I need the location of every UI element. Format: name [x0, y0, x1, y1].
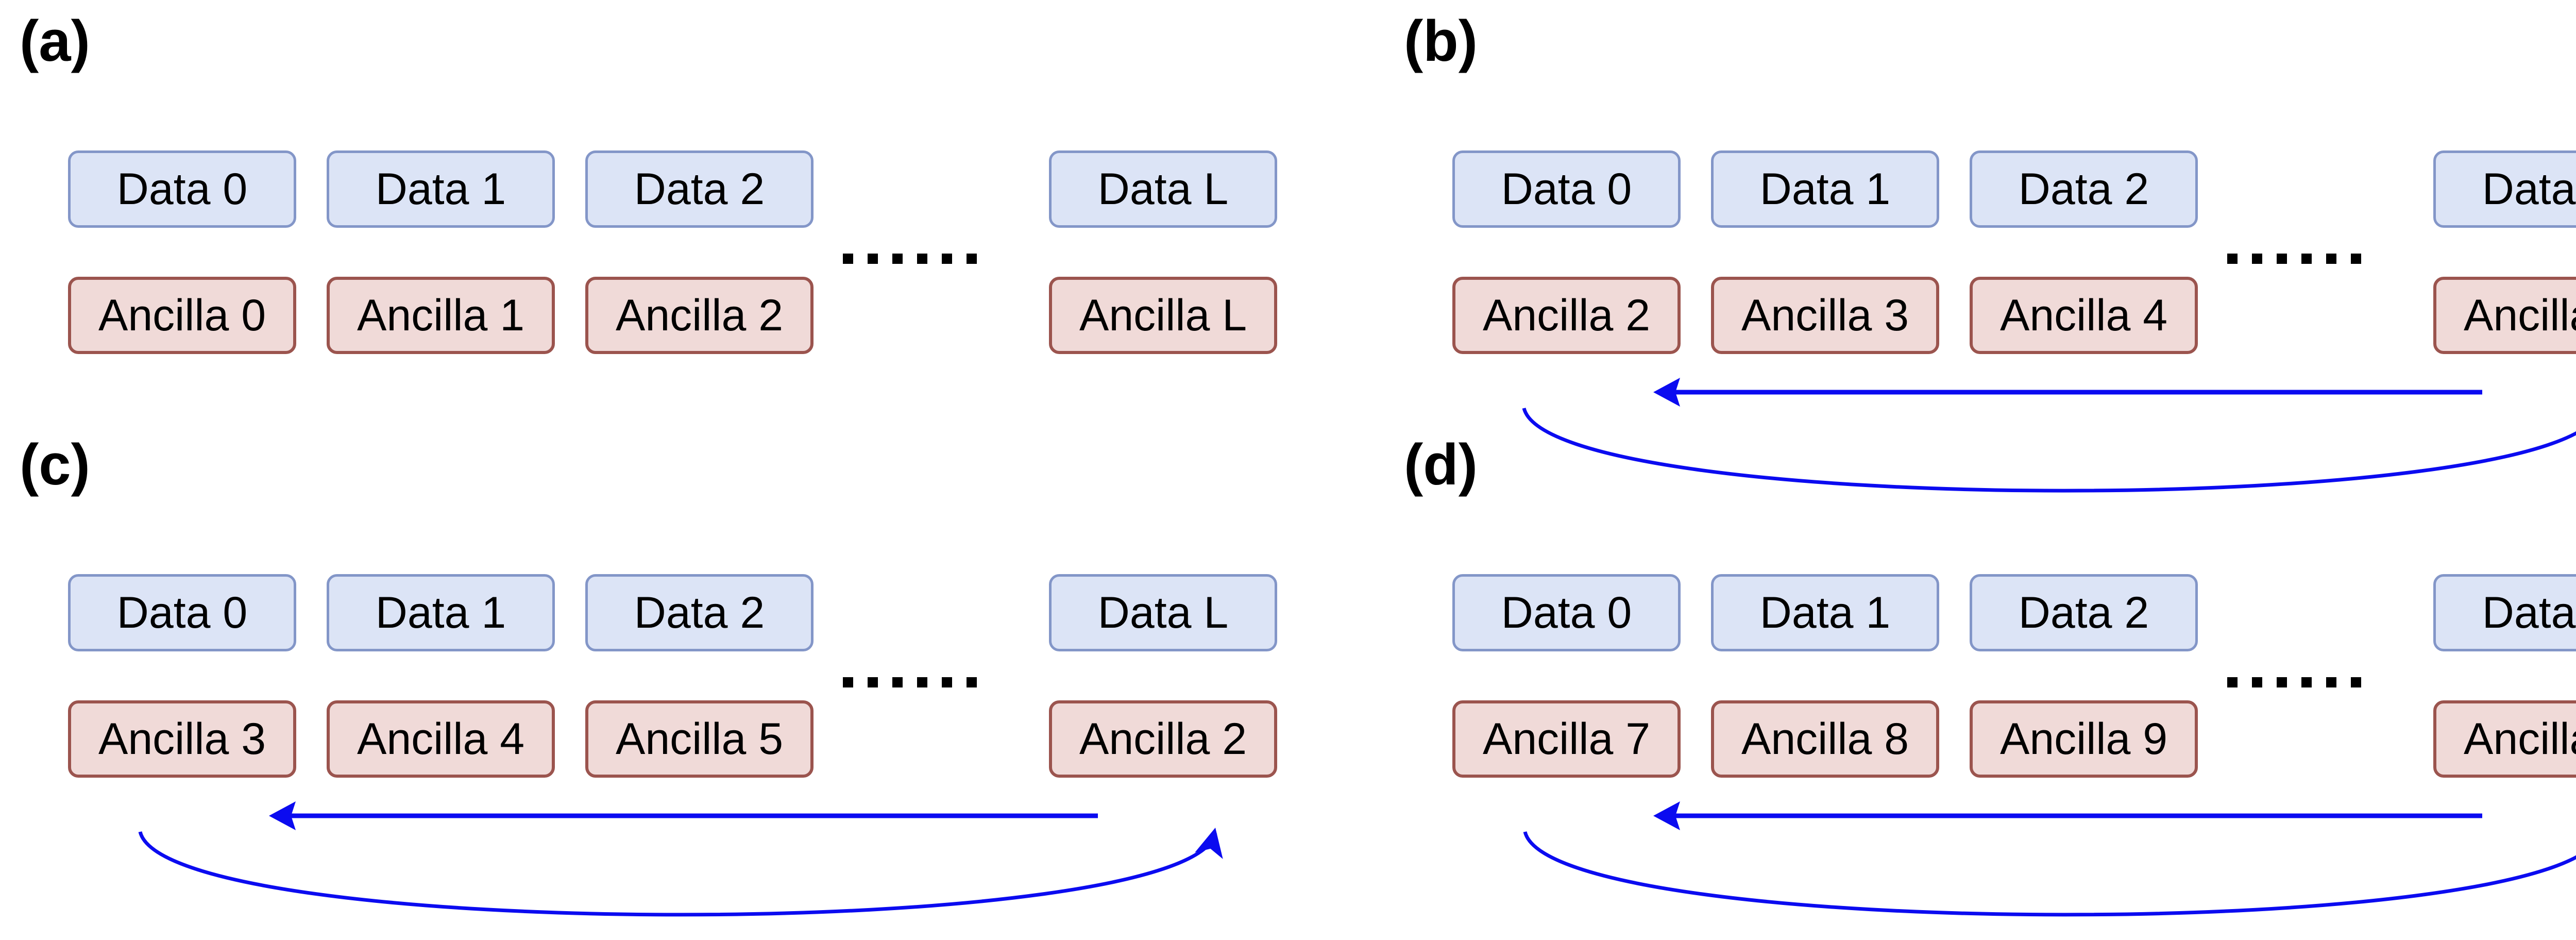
ancilla-qubit-box: Ancilla L — [1049, 277, 1277, 354]
panel-c: (c) Data 0 Data 1 Data 2 Data L Ancilla … — [0, 424, 1284, 940]
ancilla-qubit-box: Ancilla 2 — [1452, 277, 1681, 354]
ellipsis-dots-icon — [843, 254, 977, 264]
ancilla-qubit-box: Ancilla 6 — [2433, 700, 2576, 778]
data-qubit-box: Data L — [2433, 574, 2576, 651]
panel-label: (c) — [20, 432, 90, 497]
data-qubit-box: Data L — [1049, 150, 1277, 228]
ancilla-qubit-box: Ancilla 4 — [327, 700, 555, 778]
data-qubit-box: Data 0 — [1452, 574, 1681, 651]
data-qubit-box: Data 0 — [68, 150, 296, 228]
ancilla-qubit-box: Ancilla 4 — [1970, 277, 2198, 354]
data-qubit-box: Data L — [2433, 150, 2576, 228]
data-qubit-box: Data 1 — [1711, 574, 1939, 651]
panel-b: (b) Data 0 Data 1 Data 2 Data L Ancilla … — [1384, 0, 2576, 516]
ancilla-qubit-box: Ancilla 1 — [327, 277, 555, 354]
ancilla-qubit-box: Ancilla 3 — [68, 700, 296, 778]
data-qubit-box: Data 2 — [585, 150, 814, 228]
data-qubit-box: Data 0 — [1452, 150, 1681, 228]
ancilla-qubit-box: Ancilla 0 — [68, 277, 296, 354]
ancilla-qubit-box: Ancilla 9 — [1970, 700, 2198, 778]
ancilla-qubit-box: Ancilla 7 — [1452, 700, 1681, 778]
ellipsis-dots-icon — [2227, 677, 2361, 687]
data-qubit-box: Data 2 — [585, 574, 814, 651]
data-qubit-box: Data 1 — [327, 574, 555, 651]
ancilla-qubit-box: Ancilla 2 — [585, 277, 814, 354]
ellipsis-dots-icon — [843, 677, 977, 687]
data-qubit-box: Data 1 — [1711, 150, 1939, 228]
data-qubit-box: Data 1 — [327, 150, 555, 228]
data-qubit-box: Data 2 — [1970, 150, 2198, 228]
data-qubit-box: Data L — [1049, 574, 1277, 651]
ellipsis-dots-icon — [2227, 254, 2361, 264]
ancilla-qubit-box: Ancilla 2 — [1049, 700, 1277, 778]
data-qubit-box: Data 2 — [1970, 574, 2198, 651]
panel-label: (b) — [1404, 9, 1478, 73]
panel-a: (a) Data 0 Data 1 Data 2 Data L Ancilla … — [0, 0, 1284, 516]
ancilla-qubit-box: Ancilla 3 — [1711, 277, 1939, 354]
ancilla-qubit-box: Ancilla 8 — [1711, 700, 1939, 778]
panel-label: (d) — [1404, 432, 1478, 497]
ancilla-qubit-box: Ancilla 1 — [2433, 277, 2576, 354]
panel-d: (d) Data 0 Data 1 Data 2 Data L Ancilla … — [1384, 424, 2576, 940]
data-qubit-box: Data 0 — [68, 574, 296, 651]
panel-label: (a) — [20, 9, 90, 73]
ancilla-qubit-box: Ancilla 5 — [585, 700, 814, 778]
